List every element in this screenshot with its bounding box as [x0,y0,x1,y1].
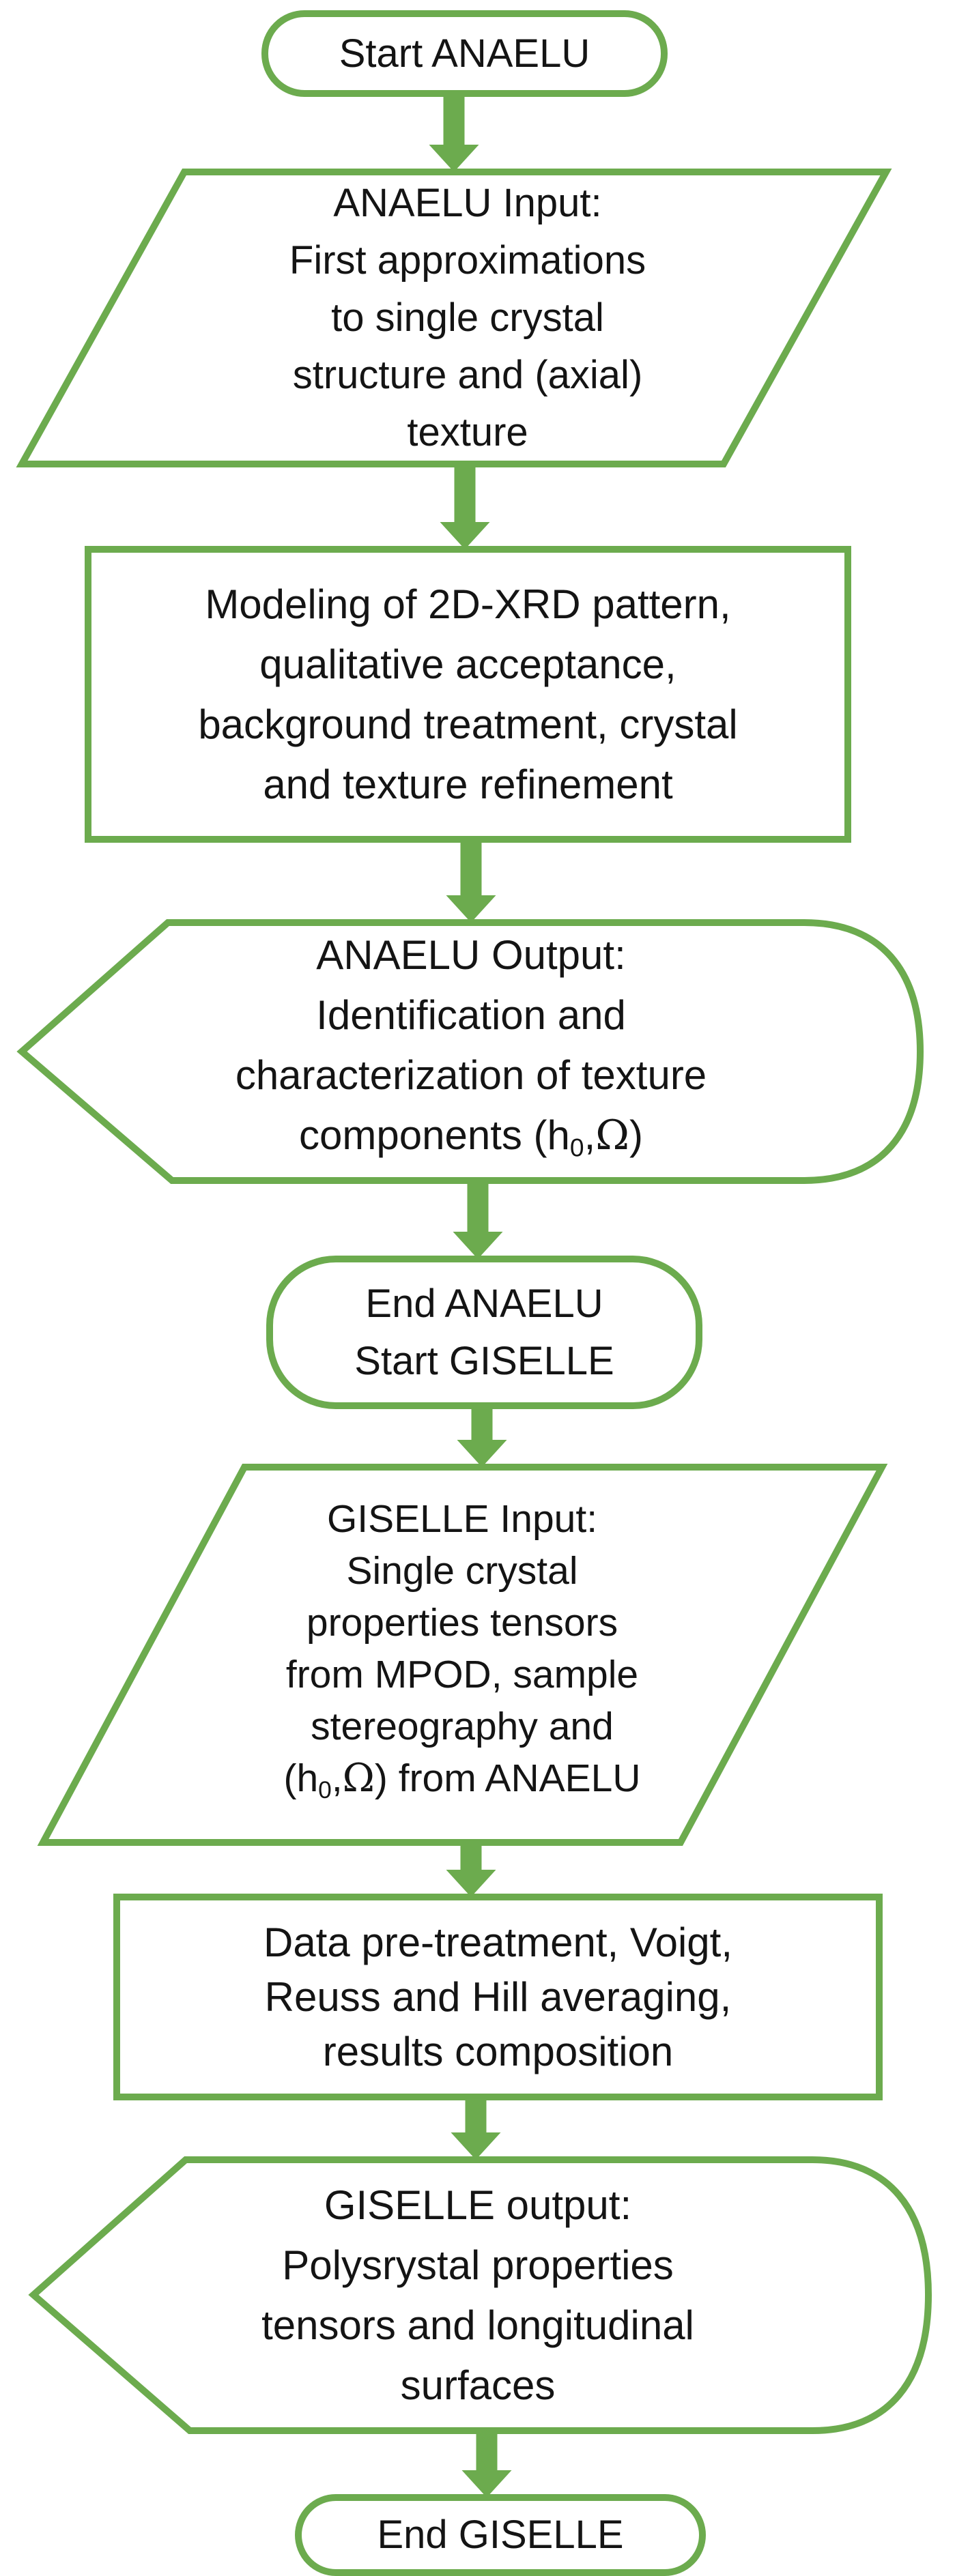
subscript-zero: 0 [569,1133,584,1162]
node-label-anaelu-input: ANAELU Input: First approximations to si… [184,172,751,464]
node-label-start-anaelu: Start ANAELU [265,14,664,93]
label-line: ANAELU Input: [333,181,602,225]
label-line: Polysrystal properties [282,2242,674,2288]
label-line: structure and (axial) [292,353,643,397]
omega-symbol: Ω [595,1112,629,1160]
flow-arrow-8 [461,2428,512,2498]
label-line: End GISELLE [377,2513,624,2557]
flow-arrow-5 [457,1403,507,1467]
io-shape-anaelu-input [16,169,892,467]
display-shape-giselle-output [28,2156,932,2434]
label-line: Start GISELLE [354,1338,614,1383]
flow-arrow-7 [451,2094,501,2160]
label-line-with-subscript: (h0,Ω) from ANAELU [283,1756,641,1804]
label-line: from MPOD, sample [285,1653,639,1697]
display-shape-anaelu-output [16,919,924,1184]
label-line: background treatment, crystal [198,701,738,747]
label-line: Reuss and Hill averaging, [264,1973,732,2020]
flow-arrow-4 [453,1178,503,1259]
label-line: Single crystal [346,1549,578,1593]
label-line: tensors and longitudinal [261,2302,694,2348]
node-label-end-anaelu-start-giselle: End ANAELU Start GISELLE [270,1259,699,1406]
label-line: texture [407,410,528,454]
label-line: characterization of texture [235,1052,707,1099]
label-line: properties tensors [306,1601,618,1645]
label-line: Start ANAELU [339,31,590,76]
flow-arrow-6 [446,1840,496,1897]
label-line: ANAELU Output: [316,932,626,979]
label-line: First approximations [289,238,646,283]
process-shape-giselle-averaging [113,1894,883,2100]
label-line: Identification and [316,992,626,1039]
process-shape-anaelu-modeling [85,546,851,843]
label-line: GISELLE output: [324,2182,632,2228]
label-line: Data pre-treatment, Voigt, [263,1919,732,1965]
label-line: Modeling of 2D-XRD pattern, [205,581,731,627]
node-label-end-giselle: End GISELLE [298,2498,702,2573]
flow-arrow-3 [446,837,496,923]
terminator-shape-end-giselle [295,2494,706,2576]
label-line: surfaces [400,2362,556,2408]
node-label-anaelu-process: Modeling of 2D-XRD pattern, qualitative … [88,549,848,839]
label-line: GISELLE Input: [326,1497,598,1542]
label-line: qualitative acceptance, [259,641,676,687]
label-line: End ANAELU [365,1281,603,1326]
io-shape-giselle-input [37,1464,888,1846]
node-label-anaelu-output: ANAELU Output: Identification and charac… [68,923,874,1190]
node-label-giselle-process: Data pre-treatment, Voigt, Reuss and Hil… [117,1897,879,2097]
omega-symbol: Ω [342,1756,375,1801]
flow-arrow-2 [440,461,490,549]
label-line: stereography and [311,1705,614,1749]
node-label-giselle-input: GISELLE Input: Single crystal properties… [179,1467,745,1842]
label-line: and texture refinement [263,761,673,807]
label-line-with-subscript: components (h0,Ω) [299,1112,643,1162]
node-label-giselle-output: GISELLE output: Polysrystal properties t… [75,2160,881,2444]
label-line: results composition [322,2028,674,2074]
subscript-zero: 0 [318,1776,332,1804]
flow-arrow-1 [429,93,479,172]
label-line: to single crystal [331,295,604,340]
